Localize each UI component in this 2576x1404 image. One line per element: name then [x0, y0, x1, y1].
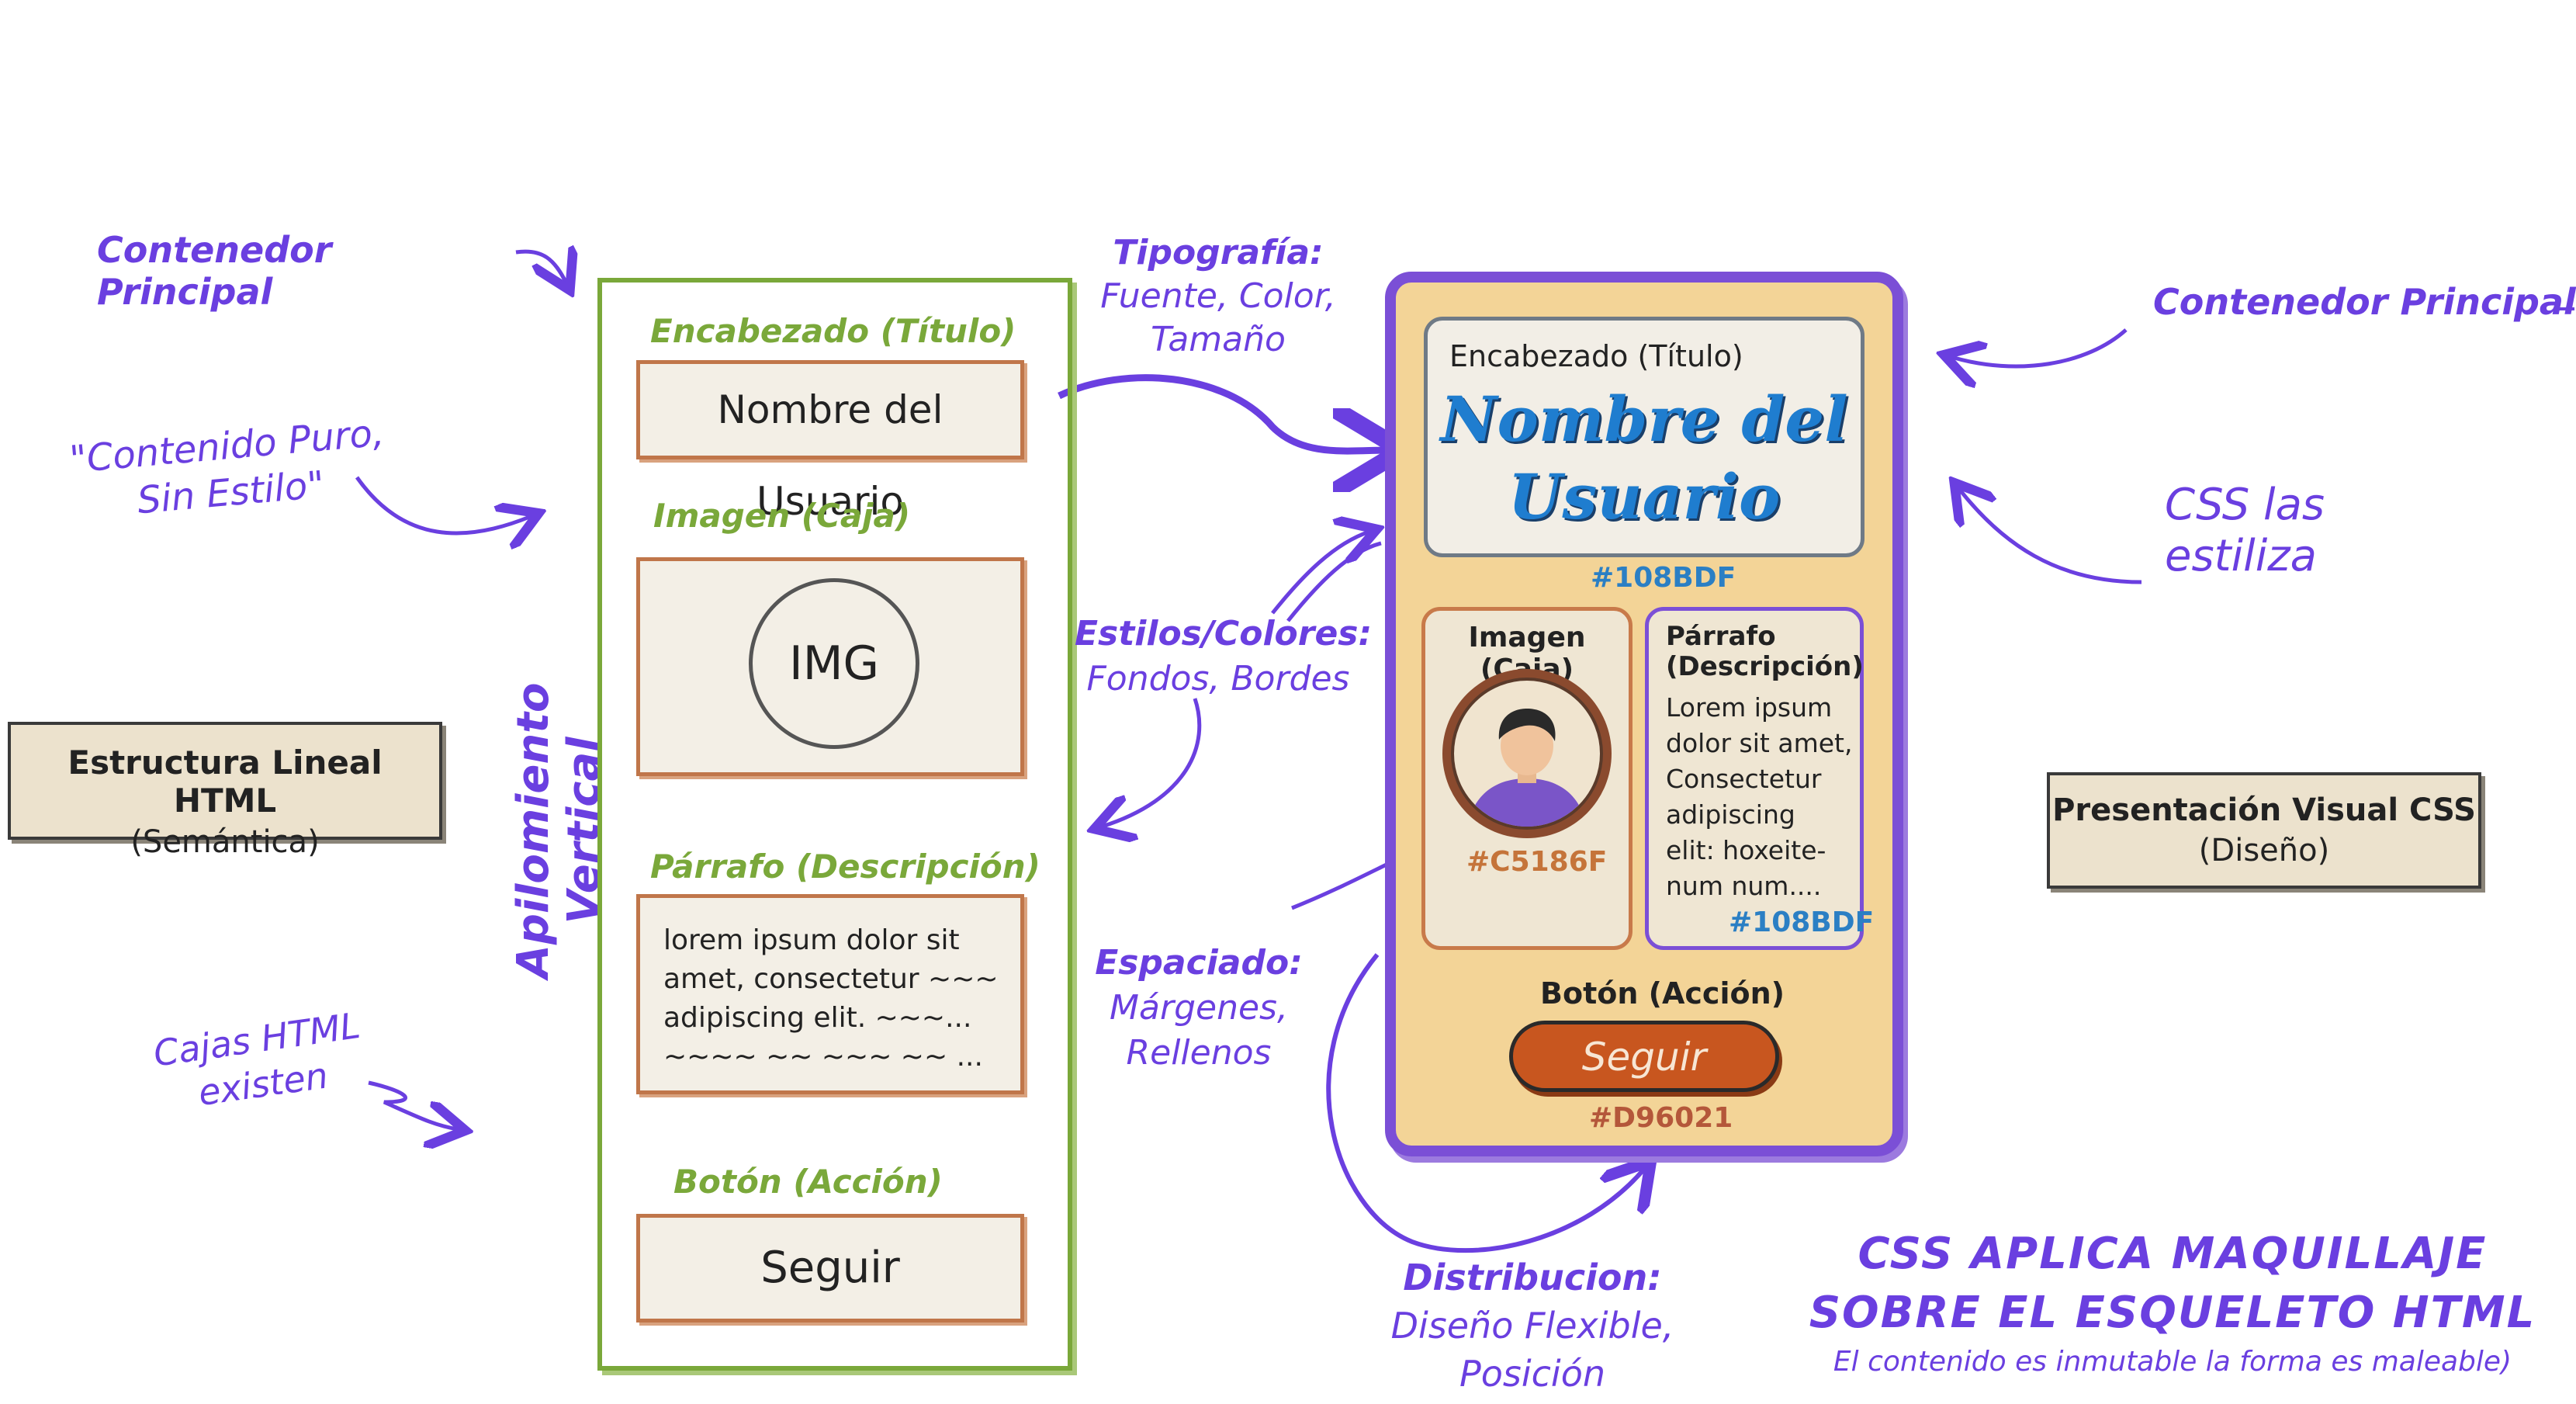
styled-heading-label: Encabezado (Título): [1449, 339, 1743, 373]
arrow-pure-content: [355, 476, 531, 533]
styled-paragraph-line: elit: hoxeite-: [1666, 835, 1826, 865]
annotation-distribution-line2: Diseño Flexible,: [1390, 1305, 1674, 1347]
wire-paragraph-line: amet, consectetur ~~~: [663, 963, 999, 995]
html-main-container: [597, 278, 1072, 1371]
annotation-styles-line2: Fondos, Bordes: [1086, 659, 1350, 699]
wire-image-circle: IMG: [749, 578, 919, 749]
css-presentation-tag: Presentación Visual CSS (Diseño): [2047, 772, 2481, 889]
arrow-styles-up: [1271, 532, 1369, 615]
annotation-styles: Estilos/Colores: Fondos, Bordes: [1075, 612, 1373, 702]
wire-paragraph-line: ~~~~ ~~ ~~~ ~~ ...: [663, 1041, 983, 1073]
follow-button[interactable]: Seguir: [1509, 1021, 1779, 1092]
annotation-spacing-line3: Rellenos: [1126, 1033, 1272, 1073]
wire-image-value: IMG: [789, 636, 879, 691]
styled-paragraph-line: adipiscing: [1666, 799, 1795, 830]
annotation-styles-title: Estilos/Colores:: [1075, 614, 1373, 653]
annotation-spacing: Espaciado: Márgenes, Rellenos: [1086, 941, 1311, 1076]
arrow-container-right: [1951, 328, 2128, 366]
styled-paragraph-line: dolor sit amet,: [1666, 728, 1853, 758]
annotation-typography-line2: Fuente, Color,: [1100, 276, 1336, 316]
annotation-typography-title: Tipografía:: [1113, 233, 1324, 272]
wire-heading-box: Nombre del Usuario: [636, 360, 1024, 524]
arrow-css-styles: [1959, 489, 2142, 584]
button-color-hex: #D96021: [1589, 1102, 1733, 1134]
wire-image-box: IMG: [636, 557, 1024, 776]
annotation-spacing-title: Espaciado:: [1095, 943, 1303, 983]
wire-button-label: Botón (Acción): [673, 1163, 943, 1201]
conclusion-line1: CSS APLICA MAQUILLAJE: [1858, 1229, 2488, 1279]
css-presentation-title: Presentación Visual CSS: [2052, 792, 2476, 828]
annotation-container-left: Contenedor Principal: [97, 229, 332, 313]
conclusion-line2: SOBRE EL ESQUELETO HTML: [1809, 1288, 2536, 1338]
image-color-hex: #C5186F: [1466, 846, 1608, 878]
annotation-css-styles-line2: estiliza: [2165, 531, 2317, 581]
html-structure-tag: Estructura Lineal HTML (Semántica): [8, 722, 442, 860]
arrow-typography: [1058, 374, 1389, 452]
vertical-stack-label: Apilomiento Vertical: [508, 682, 609, 979]
arrow-container-left: [515, 251, 566, 283]
wire-button-box[interactable]: Seguir: [636, 1214, 1024, 1323]
annotation-distribution-line3: Posición: [1459, 1353, 1605, 1395]
arrow-distribution: [1326, 953, 1645, 1253]
styled-paragraph-box: Párrafo (Descripción) Lorem ipsum dolor …: [1645, 607, 1864, 950]
styled-heading-line1: Nombre del: [1440, 383, 1848, 456]
styled-paragraph-line: Lorem ipsum: [1666, 692, 1833, 723]
heading-color-hex: #108BDF: [1591, 562, 1736, 594]
paragraph-color-hex: #108BDF: [1729, 907, 1875, 938]
wire-button-value: Seguir: [760, 1243, 900, 1293]
css-presentation-subtitle: (Diseño): [2198, 833, 2330, 868]
wire-paragraph-box: lorem ipsum dolor sit amet, consectetur …: [636, 894, 1024, 1094]
styled-heading-box: Encabezado (Título) Nombre del Usuario: [1424, 317, 1864, 557]
annotation-container-right: Contenedor Principal: [2153, 281, 2576, 323]
annotation-distribution-title: Distribucion:: [1403, 1257, 1662, 1298]
conclusion-block: CSS APLICA MAQUILLAJE SOBRE EL ESQUELETO…: [1785, 1225, 2560, 1381]
annotation-typography-line3: Tamaño: [1151, 320, 1286, 359]
avatar: [1442, 669, 1612, 838]
html-structure-subtitle: (Semántica): [130, 824, 320, 860]
conclusion-line3: El contenido es inmutable la forma es ma…: [1833, 1346, 2512, 1378]
styled-button-label: Botón (Acción): [1540, 976, 1785, 1011]
styled-paragraph-line: Consectetur: [1666, 764, 1822, 794]
avatar-person-icon: [1451, 678, 1603, 830]
arrow-boxes-exist: [368, 1080, 458, 1129]
wire-paragraph-line: lorem ipsum dolor sit: [663, 924, 960, 956]
styled-paragraph-label-1: Párrafo: [1666, 621, 1776, 652]
wire-paragraph-line: adipiscing elit. ~~~...: [663, 1002, 972, 1034]
wire-paragraph-label: Párrafo (Descripción): [650, 848, 1040, 886]
arrow-styles-down: [1102, 698, 1202, 827]
wire-image-label: Imagen (Caja): [653, 497, 911, 535]
styled-image-box: Imagen (Caja): [1421, 607, 1633, 950]
annotation-spacing-line2: Márgenes,: [1110, 988, 1288, 1028]
wire-heading-label: Encabezado (Título): [650, 312, 1016, 350]
styled-paragraph-line: num num....: [1666, 871, 1822, 901]
styled-heading-line2: Usuario: [1508, 460, 1781, 533]
wire-heading-value: Nombre del Usuario: [717, 387, 943, 524]
follow-button-label: Seguir: [1581, 1035, 1707, 1080]
html-structure-title: Estructura Lineal HTML: [68, 744, 383, 820]
annotation-css-styles: CSS las estiliza: [2165, 480, 2413, 582]
annotation-css-styles-line1: CSS las: [2165, 480, 2325, 530]
annotation-typography: Tipografía: Fuente, Color, Tamaño: [1075, 231, 1362, 362]
annotation-distribution: Distribucion: Diseño Flexible, Posición: [1354, 1253, 1711, 1398]
styled-paragraph-label-2: (Descripción): [1666, 651, 1864, 682]
arrow-styles-up-2: [1286, 541, 1382, 622]
